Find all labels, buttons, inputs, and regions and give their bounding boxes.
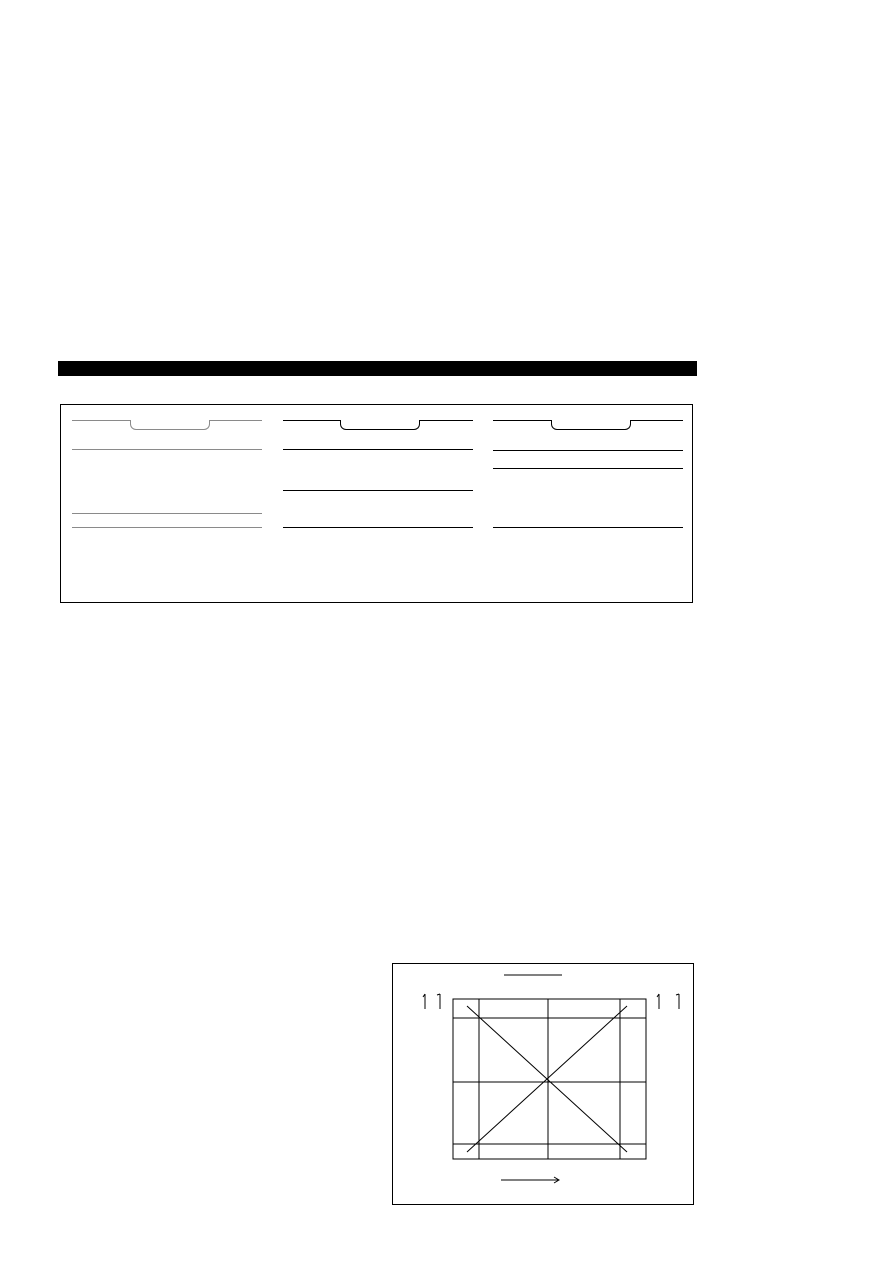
tab-icon: [130, 420, 210, 430]
column-2-rule-2: [283, 449, 473, 450]
frame-diagram: [392, 963, 694, 1205]
column-1-rule-3: [72, 513, 262, 514]
column-1-rule-4: [72, 527, 262, 528]
arrow-right-icon: [501, 1176, 560, 1184]
column-2-rule-4: [283, 527, 473, 528]
reference-panel: [60, 404, 693, 603]
bracket-icon: [422, 993, 441, 1009]
bracket-icon: [656, 993, 680, 1009]
column-3-rule-4: [493, 527, 683, 528]
diagonal-lines: [466, 1005, 628, 1153]
section-title-bar: [58, 361, 697, 376]
grid-box: [452, 998, 647, 1160]
tab-icon: [340, 420, 420, 430]
column-1-rule-2: [72, 449, 262, 450]
column-2-rule-3: [283, 490, 473, 491]
column-3-rule-2: [493, 450, 683, 451]
tab-icon: [551, 420, 631, 430]
column-3-rule-3: [493, 468, 683, 469]
frame-diagram-graphic: [422, 974, 680, 1184]
